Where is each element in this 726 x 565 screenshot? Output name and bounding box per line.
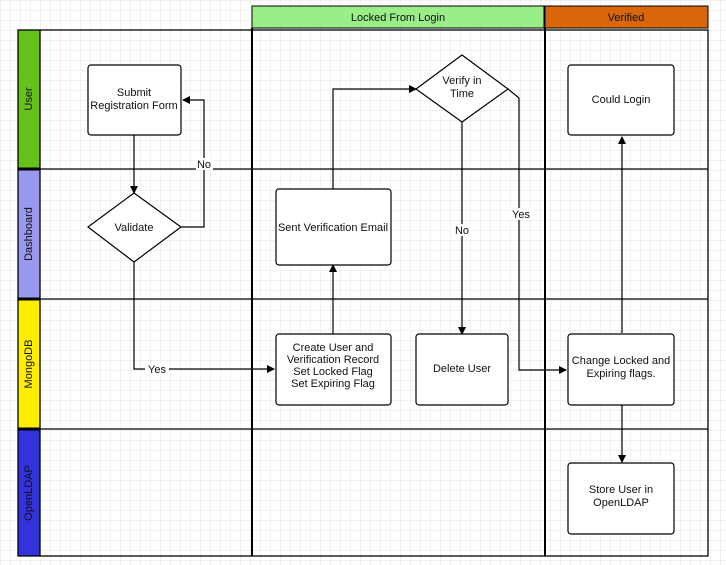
- edge-label-verify-yes: Yes: [512, 209, 530, 221]
- edge-verify-yes: [507, 88, 567, 374]
- node-store-user-label-2: OpenLDAP: [593, 497, 649, 509]
- node-sent-email: [275, 188, 392, 266]
- node-create-user: [275, 333, 392, 406]
- column-header-verified-label: Verified: [608, 12, 645, 24]
- column-header-verified: Verified: [544, 5, 709, 29]
- node-delete-user: [415, 333, 509, 406]
- lane-dashboard: Dashboard: [17, 169, 41, 299]
- node-change-flags-label-1: Change Locked and: [572, 355, 670, 367]
- node-verify: [414, 54, 510, 123]
- node-labels: Submit Registration Form Validate Verify…: [90, 75, 670, 509]
- edge-labels: No Yes No Yes: [145, 158, 532, 376]
- node-create-user-label-3: Set Locked Flag: [293, 366, 373, 378]
- column-separators: [251, 28, 546, 556]
- lane-user-label: User: [23, 87, 35, 111]
- lane-mongodb: MongoDB: [17, 299, 41, 429]
- edge-label-validate-no: No: [197, 159, 211, 171]
- node-delete-user-label: Delete User: [433, 363, 491, 375]
- node-change-flags-label-2: Expiring flags.: [586, 368, 655, 380]
- node-submit-label-1: Submit: [117, 87, 151, 99]
- node-validate-label: Validate: [115, 222, 154, 234]
- edge-label-validate-yes: Yes: [148, 364, 166, 376]
- lane-dashboard-label: Dashboard: [23, 207, 35, 261]
- lane-mongodb-label: MongoDB: [23, 340, 35, 389]
- node-could-login: [567, 64, 675, 136]
- node-verify-label-1: Verify in: [442, 75, 481, 87]
- edge-email-to-verify: [332, 85, 417, 189]
- column-header-locked: Locked From Login: [251, 5, 545, 29]
- node-could-login-label: Could Login: [592, 94, 651, 106]
- node-submit: [87, 64, 182, 136]
- node-change-flags: [567, 333, 675, 406]
- pool-frame: [17, 29, 709, 557]
- lane-openldap: OpenLDAP: [17, 429, 41, 557]
- edge-label-verify-no: No: [455, 225, 469, 237]
- node-store-user: [567, 462, 675, 535]
- node-shapes: [86, 54, 675, 535]
- lane-openldap-label: OpenLDAP: [23, 465, 35, 521]
- lane-user: User: [17, 29, 41, 169]
- node-submit-label-2: Registration Form: [90, 100, 177, 112]
- edge-validate-yes: [133, 262, 275, 373]
- node-create-user-label-1: Create User and: [293, 342, 374, 354]
- node-create-user-label-2: Verification Record: [287, 354, 379, 366]
- column-header-locked-label: Locked From Login: [351, 12, 445, 24]
- node-validate: [86, 192, 183, 263]
- connectors: [130, 85, 626, 463]
- node-sent-email-label: Sent Verification Email: [278, 222, 388, 234]
- node-create-user-label-4: Set Expiring Flag: [291, 378, 375, 390]
- node-store-user-label-1: Store User in: [589, 484, 653, 496]
- node-verify-label-2: Time: [450, 88, 474, 100]
